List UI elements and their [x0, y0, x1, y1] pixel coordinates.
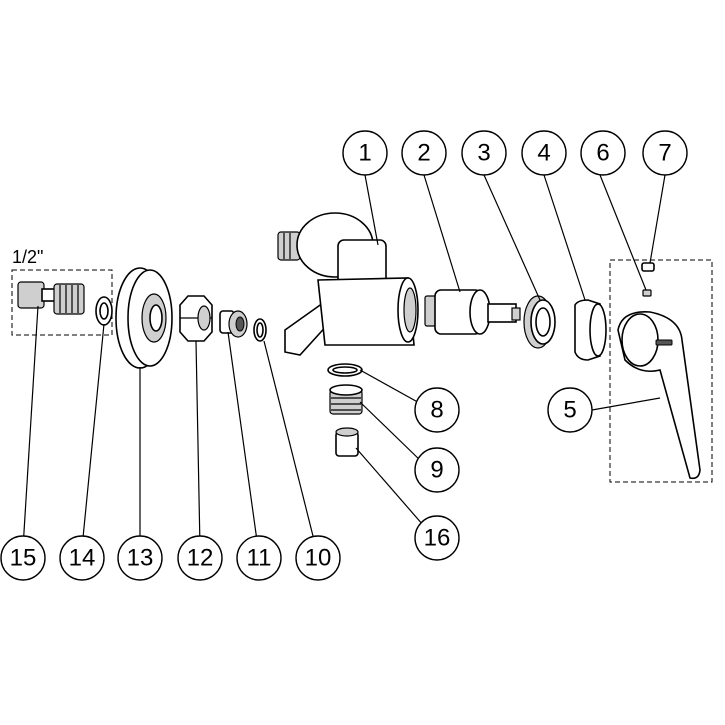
callout-9-label: 9 — [430, 457, 443, 484]
callout-15-label: 15 — [10, 545, 37, 572]
callout-13-label: 13 — [127, 545, 154, 572]
leader-lines — [22, 174, 666, 549]
callout-8-label: 8 — [430, 397, 443, 424]
callout-14-label: 14 — [69, 545, 96, 572]
part-14-washer — [95, 296, 113, 326]
part-13-wall-flange — [115, 267, 173, 369]
callout-6-label: 6 — [596, 140, 609, 167]
callout-2: 2 — [401, 130, 447, 176]
callout-2-label: 2 — [417, 140, 430, 167]
callout-4: 4 — [521, 130, 567, 176]
callout-8: 8 — [414, 387, 460, 433]
callout-10: 10 — [295, 535, 341, 581]
callout-5: 5 — [547, 387, 593, 433]
callout-1-label: 1 — [358, 140, 371, 167]
callout-5-label: 5 — [563, 397, 576, 424]
part-6-screw — [642, 289, 652, 297]
size-label-half-inch: 1/2" — [12, 247, 43, 267]
callout-14: 14 — [59, 535, 105, 581]
callout-7-label: 7 — [658, 140, 671, 167]
part-16-filter-insert — [335, 427, 359, 457]
callout-12-label: 12 — [187, 545, 214, 572]
callout-16: 16 — [414, 515, 460, 561]
callout-1: 1 — [342, 130, 388, 176]
callout-9: 9 — [414, 447, 460, 493]
callout-3-label: 3 — [477, 140, 490, 167]
part-15-eccentric-connector — [11, 269, 113, 336]
callout-11-label: 11 — [247, 545, 272, 572]
handle-assembly-box — [609, 259, 713, 483]
part-9-threaded-insert — [329, 384, 363, 415]
callout-3: 3 — [461, 130, 507, 176]
callout-13: 13 — [117, 535, 163, 581]
callout-16-label: 16 — [424, 525, 451, 552]
callout-10-label: 10 — [305, 545, 332, 572]
part-5-lever-handle — [617, 311, 701, 480]
part-2-cartridge — [424, 289, 521, 335]
callout-6: 6 — [580, 130, 626, 176]
callout-15: 15 — [0, 535, 46, 581]
part-12-hex-nut — [179, 295, 213, 342]
callout-12: 12 — [177, 535, 223, 581]
callout-4-label: 4 — [537, 140, 550, 167]
part-1-valve-body — [277, 212, 419, 356]
part-8-o-ring — [327, 363, 363, 377]
part-3-ring-nut — [523, 295, 556, 349]
part-10-o-ring — [253, 318, 267, 342]
part-4-cover-cap — [574, 299, 607, 361]
part-11-fitting — [219, 310, 248, 338]
part-7-plug — [641, 262, 655, 272]
callout-11: 11 — [236, 535, 282, 581]
callout-7: 7 — [642, 130, 688, 176]
